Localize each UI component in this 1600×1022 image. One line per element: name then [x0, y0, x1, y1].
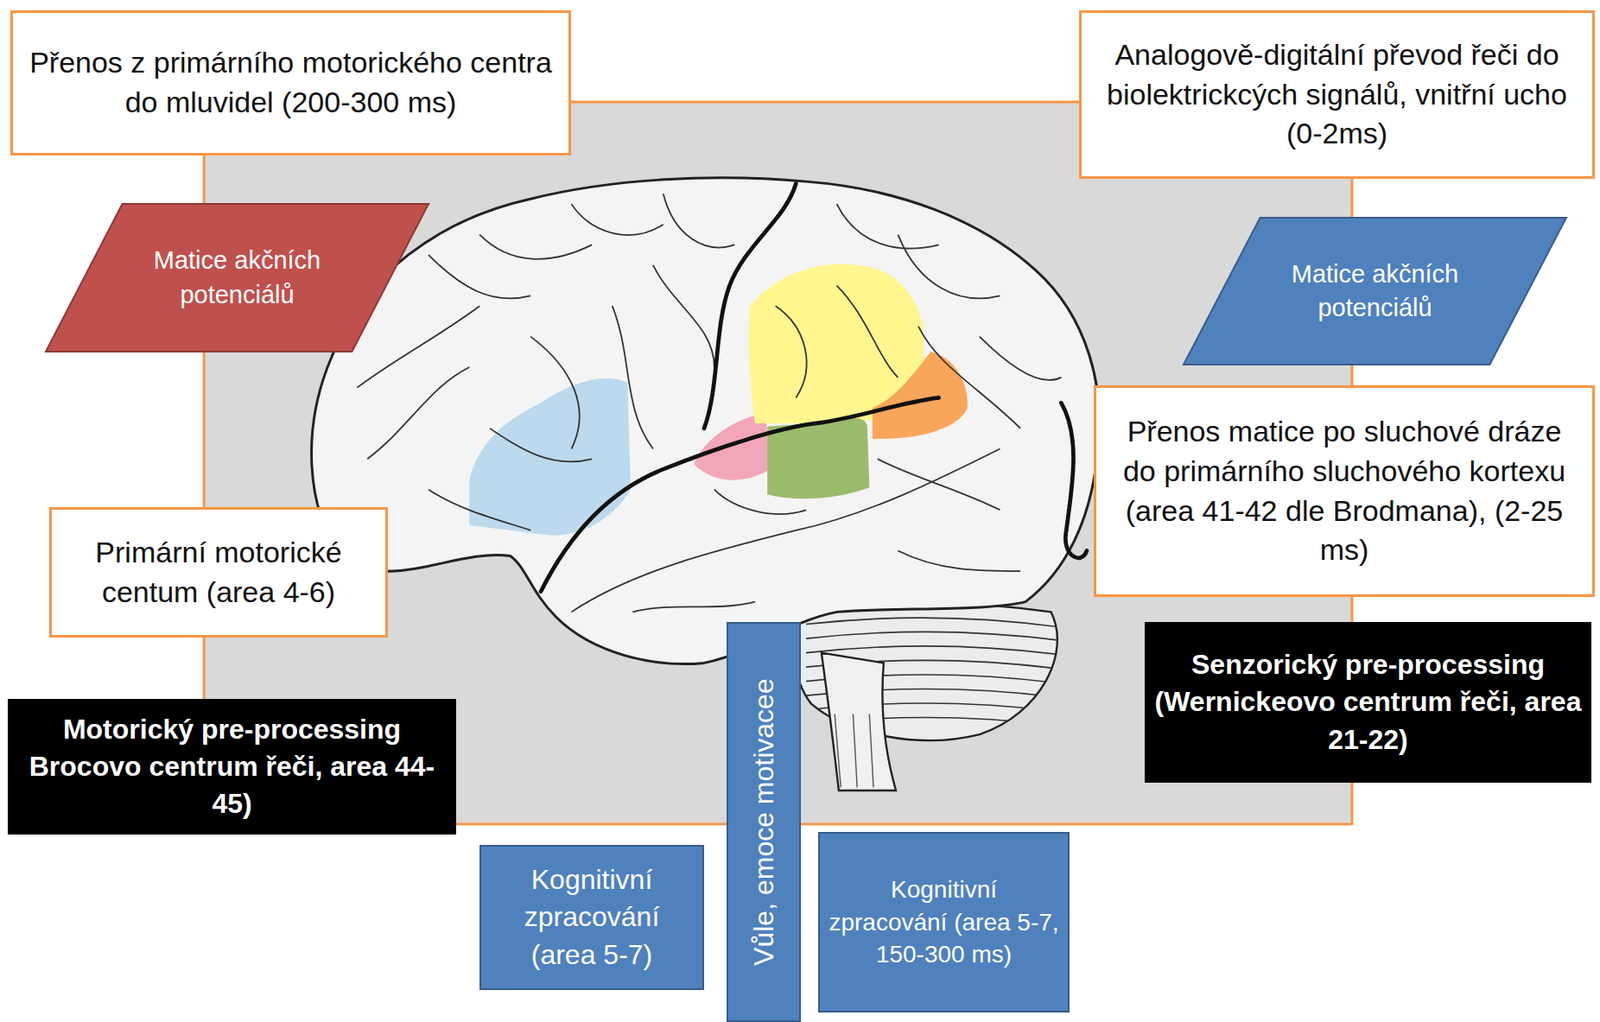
process-box: Analogově-digitální převod řeči do biole… [1079, 10, 1595, 179]
cognitive-box: Kognitivní zpracování (area 5-7, 150-300… [818, 831, 1070, 1013]
process-box: Přenos z primárního motorického centra d… [10, 10, 572, 156]
box-label: Analogově-digitální převod řeči do biole… [1095, 35, 1579, 155]
stage-box: Motorický pre-processing Brocovo centrum… [7, 698, 457, 835]
angular-area [872, 351, 968, 439]
box-label: Přenos z primárního motorického centra d… [26, 43, 555, 123]
parallelogram-shape [45, 203, 429, 352]
box-label: Matice akčních potenciálů [1276, 257, 1475, 325]
box-label: Vůle, emoce motivacee [744, 678, 782, 966]
brainstem-lines [834, 713, 874, 788]
box-label: Přenos matice po sluchové dráze do primá… [1110, 412, 1579, 572]
parallelogram-outline [1183, 217, 1567, 365]
box-label: Primární motorické centum (area 4-6) [65, 533, 372, 613]
process-box: Přenos matice po sluchové dráze do primá… [1093, 385, 1595, 597]
cognitive-box: Kognitivní zpracování (area 5-7) [479, 844, 705, 991]
major-fissures [540, 184, 1087, 592]
data-parallelogram: Matice akčních potenciálů [45, 203, 429, 352]
box-label: Matice akčních potenciálů [138, 243, 337, 312]
data-parallelogram: Matice akčních potenciálů [1183, 217, 1567, 365]
process-box: Primární motorické centum (area 4-6) [49, 507, 388, 638]
stage-box: Senzorický pre-processing (Wernickeovo c… [1144, 622, 1592, 783]
broca-area [469, 378, 631, 536]
brainstem [821, 653, 896, 791]
cerebrum [311, 177, 1100, 665]
box-label: Senzorický pre-processing (Wernickeovo c… [1153, 646, 1583, 759]
parallelogram-outline [45, 203, 429, 352]
box-label: Motorický pre-processing Brocovo centrum… [16, 711, 448, 824]
parallelogram-shape [1183, 217, 1567, 365]
will-bar: Vůle, emoce motivacee [726, 622, 801, 1022]
box-label: Kognitivní zpracování (area 5-7, 150-300… [828, 873, 1060, 972]
box-label: Kognitivní zpracování (area 5-7) [489, 861, 694, 974]
